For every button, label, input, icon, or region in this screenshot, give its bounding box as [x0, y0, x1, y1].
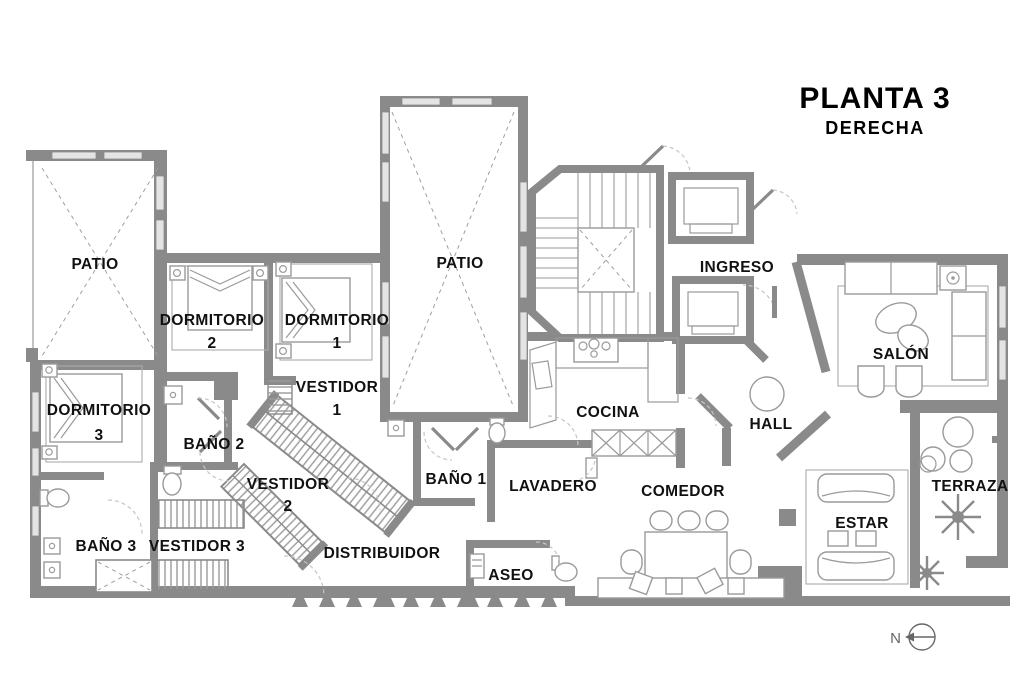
wardrobe-units	[95, 377, 417, 593]
bed-dorm3-icon	[41, 363, 143, 463]
bed-dorm1-icon	[275, 261, 373, 361]
room-label-salon: SALÓN	[873, 345, 929, 363]
room-label-dormitorio1-line1: DORMITORIO	[285, 312, 389, 329]
room-label-patio-left: PATIO	[71, 256, 118, 273]
patio-void-crosses	[41, 111, 515, 409]
plan-title-main: PLANTA 3	[799, 82, 950, 115]
estar-furniture	[805, 469, 909, 585]
salon-furniture	[837, 261, 989, 398]
room-label-vestidor1-line2: 1	[332, 402, 341, 419]
room-label-lavadero: LAVADERO	[509, 478, 597, 495]
north-arrow-icon: N	[890, 623, 936, 651]
room-label-aseo: ASEO	[488, 567, 534, 584]
kitchen-cabinet-x	[591, 429, 677, 457]
room-label-vestidor2-line2: 2	[283, 498, 292, 515]
room-label-bano1: BAÑO 1	[426, 470, 487, 488]
bath-fixtures	[39, 385, 598, 582]
plan-title-sub: DERECHA	[825, 118, 925, 138]
plan-title: PLANTA 3 DERECHA	[799, 82, 950, 138]
room-label-cocina: COCINA	[576, 404, 640, 421]
room-label-bano2: BAÑO 2	[184, 435, 245, 453]
plant-icon	[910, 494, 981, 590]
bedroom-furniture	[41, 261, 373, 463]
bed-dorm2-icon	[169, 265, 269, 351]
windows	[31, 97, 1007, 537]
room-labels: PATIO PATIO DORMITORIO 2 DORMITORIO 1 DO…	[47, 255, 1009, 584]
room-label-vestidor1-line1: VESTIDOR	[296, 379, 378, 396]
room-label-vestidor3: VESTIDOR 3	[149, 538, 245, 555]
terraza-furniture	[910, 416, 1008, 590]
room-label-ingreso: INGRESO	[700, 259, 774, 276]
room-label-patio-center: PATIO	[436, 255, 483, 272]
room-label-comedor: COMEDOR	[641, 483, 725, 500]
room-label-distribuidor: DISTRIBUIDOR	[324, 545, 441, 562]
comedor-furniture	[597, 510, 785, 599]
room-label-terraza: TERRAZA	[932, 478, 1009, 495]
north-label: N	[890, 630, 901, 647]
room-label-dormitorio2-line1: DORMITORIO	[160, 312, 264, 329]
room-label-bano3: BAÑO 3	[76, 537, 137, 555]
kitchen-fittings	[529, 337, 679, 457]
room-label-hall: HALL	[750, 416, 793, 433]
room-label-dormitorio3-line2: 3	[94, 427, 103, 444]
room-label-estar: ESTAR	[835, 515, 888, 532]
facade-bumps	[292, 598, 557, 607]
room-label-dormitorio2-line2: 2	[207, 335, 216, 352]
room-label-dormitorio1-line2: 1	[332, 335, 341, 352]
hall-furniture	[749, 376, 785, 412]
elevators	[668, 172, 798, 344]
door-swings	[107, 284, 777, 597]
room-label-dormitorio3-line1: DORMITORIO	[47, 402, 151, 419]
room-label-vestidor2-line1: VESTIDOR	[247, 476, 329, 493]
stairwell	[528, 144, 691, 342]
walls	[26, 96, 1010, 606]
